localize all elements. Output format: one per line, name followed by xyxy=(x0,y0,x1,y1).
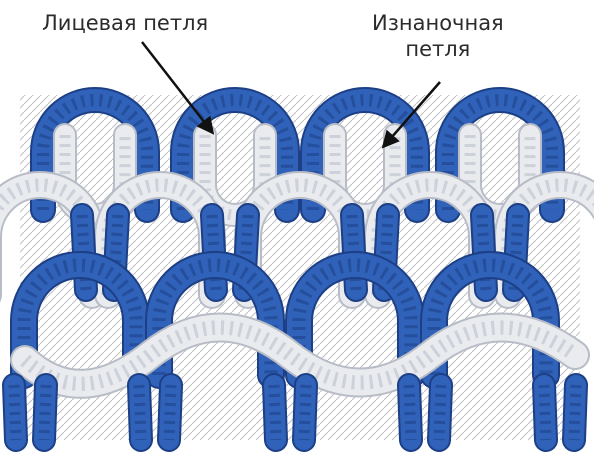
knitting-diagram xyxy=(0,0,594,458)
